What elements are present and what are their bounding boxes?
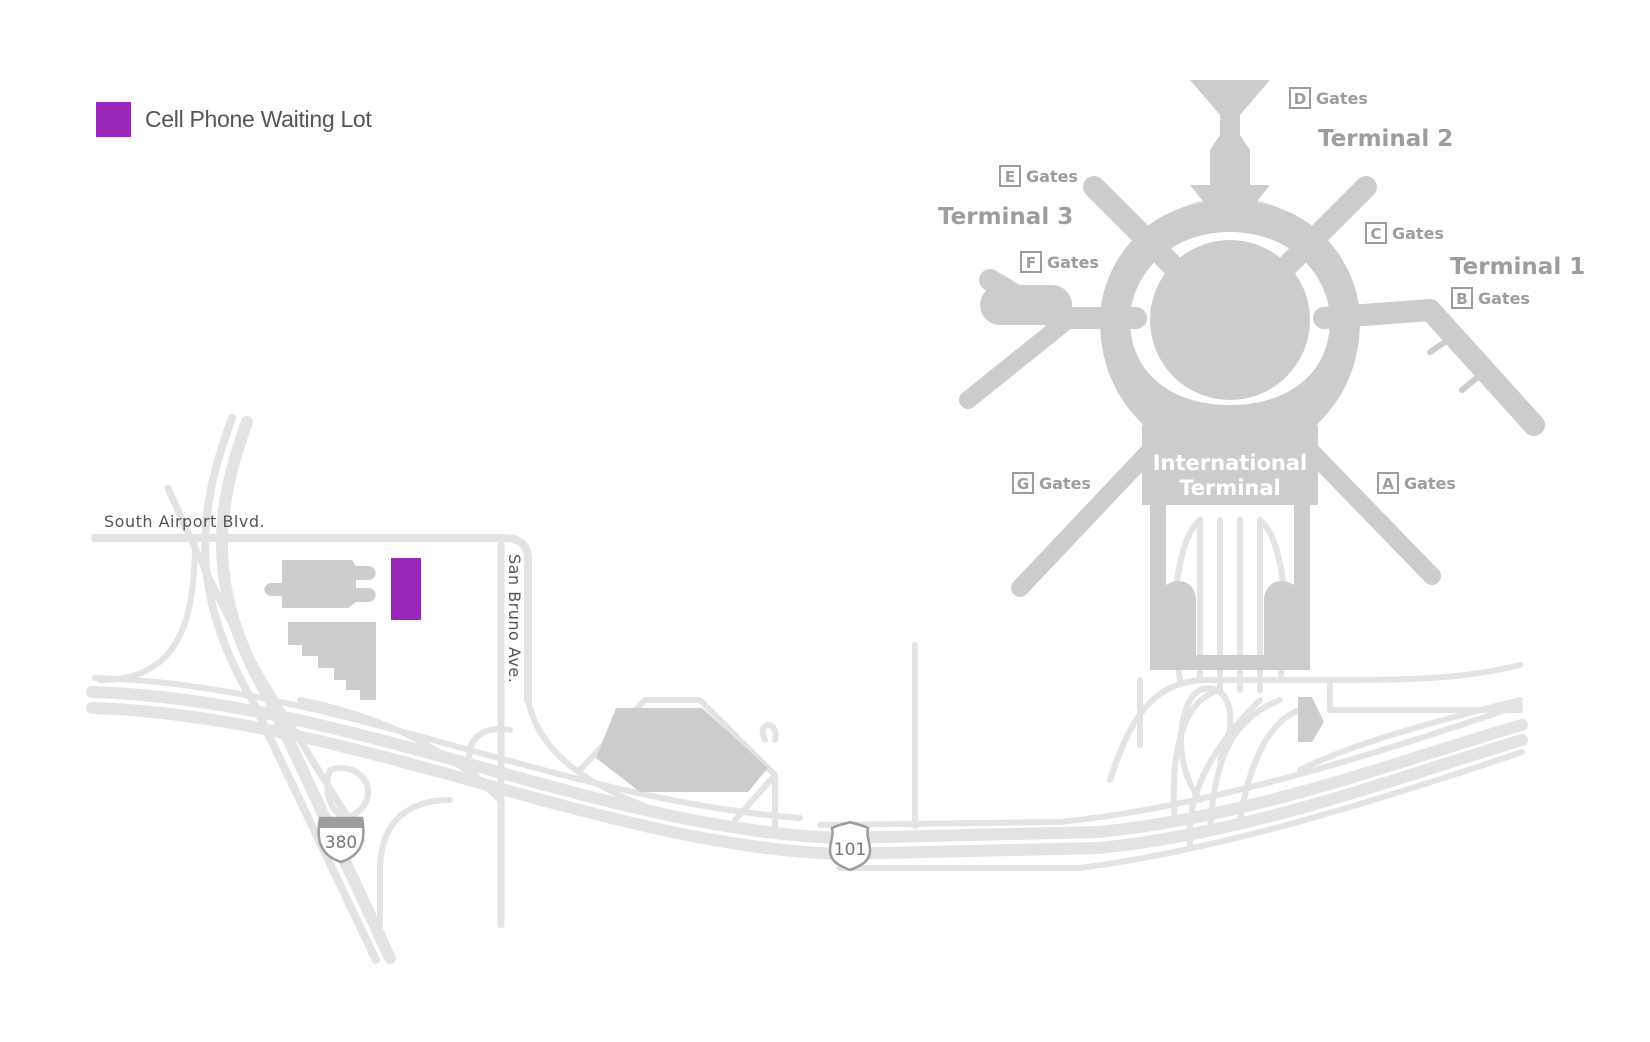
south-airport-blvd-road [91,534,532,704]
gate-d-label: D Gates [1289,87,1368,109]
interstate-shield-icon: 380 [317,816,365,864]
terminal-3-label: Terminal 3 [938,204,1073,230]
us-101-label: 101 [834,840,866,860]
international-terminal-label-line2: Terminal [1179,476,1281,500]
gate-c-label: C Gates [1365,222,1444,244]
svg-text:E: E [1005,168,1015,186]
airport-buildings [1100,80,1360,742]
terminal-1-label: Terminal 1 [1450,254,1585,280]
svg-text:Gates: Gates [1026,167,1078,186]
svg-text:Gates: Gates [1316,89,1368,108]
svg-text:Gates: Gates [1392,224,1444,243]
gate-a-label: A Gates [1377,472,1456,494]
gate-e-label: E Gates [999,165,1078,187]
south-area-buildings [264,560,768,792]
svg-text:Gates: Gates [1404,474,1456,493]
highway-101-road [86,686,1528,844]
svg-text:A: A [1382,475,1394,493]
svg-text:C: C [1370,225,1381,243]
svg-text:F: F [1026,254,1036,272]
san-bruno-ave-label: San Bruno Ave. [505,554,524,683]
svg-text:Gates: Gates [1478,289,1530,308]
terminal-2-label: Terminal 2 [1318,126,1453,152]
svg-text:B: B [1456,290,1467,308]
us-route-shield-icon: 101 [828,820,872,872]
interstate-380-label: 380 [325,833,357,853]
terminal-piers [959,176,1545,597]
svg-text:G: G [1017,475,1029,493]
map-legend: Cell Phone Waiting Lot [96,102,372,137]
svg-text:D: D [1294,90,1306,108]
international-terminal-label-line1: International [1153,451,1308,475]
gate-b-label: B Gates [1451,287,1530,309]
svg-text:Gates: Gates [1039,474,1091,493]
waiting-lot-swatch [96,102,131,137]
svg-text:Gates: Gates [1047,253,1099,272]
gate-g-label: G Gates [1012,472,1091,494]
cell-phone-waiting-lot [391,558,421,620]
legend-label: Cell Phone Waiting Lot [145,106,372,132]
gate-f-label: F Gates [1020,251,1099,273]
south-airport-blvd-label: South Airport Blvd. [104,512,265,531]
